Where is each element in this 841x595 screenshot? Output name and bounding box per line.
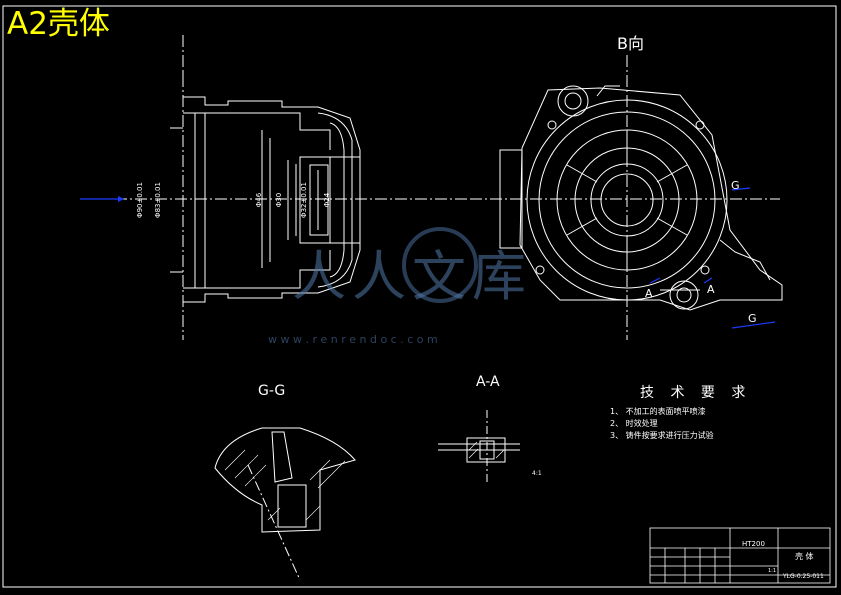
watermark-url: w w w . r e n r e n d o c . c o m [268, 333, 438, 346]
watermark-text: 人人文库 [292, 245, 532, 308]
title-block-material: HT200 [742, 540, 765, 548]
section-gg-label: G-G [258, 383, 286, 399]
tech-requirements-title: 技 术 要 求 [640, 385, 752, 401]
a-arrow-left [649, 277, 661, 284]
drawing-frame [2, 5, 837, 588]
front-section-view [95, 35, 470, 340]
a-arrow-right [703, 277, 713, 284]
section-mark-a-right: A [707, 283, 715, 296]
dimension-label: Φ30 [275, 192, 284, 208]
tech-note: 3、 铸件按要求进行压力试验 [610, 431, 714, 440]
dimension-label: Φ32±0.01 [299, 182, 308, 218]
g-arrow-upper [731, 187, 751, 191]
section-aa-view [438, 410, 520, 485]
aa-scale-note: 4:1 [532, 470, 542, 477]
title-block-part-name: 壳 体 [795, 552, 814, 561]
section-gg-view [214, 427, 356, 581]
g-arrow-lower [731, 321, 776, 329]
watermark-emblem [402, 227, 478, 303]
dimension-label: Φ24 [323, 192, 332, 208]
left-arrow-head [118, 196, 124, 202]
dimension-label: Φ83±0.01 [153, 182, 162, 218]
section-mark-a-left: A [645, 287, 653, 300]
section-mark-g-lower: G [748, 312, 757, 325]
view-b-label: B向 [617, 34, 644, 53]
section-mark-g-upper: G [731, 179, 740, 192]
tech-note: 1、 不加工的表面喷平喷漆 [610, 407, 706, 416]
title-block-scale: 1:1 [768, 568, 777, 574]
title-block-drawing-no: YLG-0.25-011 [783, 573, 824, 580]
tech-note: 2、 时效处理 [610, 419, 658, 428]
b-direction-view [470, 55, 783, 340]
section-aa-label: A-A [476, 374, 500, 390]
dimension-label: Φ46 [255, 192, 264, 208]
dimension-label: Φ90±0.01 [135, 182, 144, 218]
drawing-title: A2壳体 [7, 6, 110, 42]
title-block [649, 527, 831, 584]
